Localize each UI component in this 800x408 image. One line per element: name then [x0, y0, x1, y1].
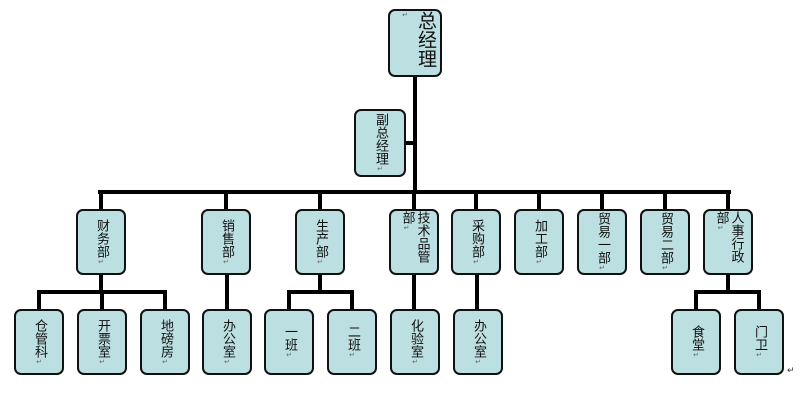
paragraph-mark: ↵ — [598, 264, 606, 272]
paragraph-mark: ↵ — [35, 357, 43, 366]
paragraph-mark: ↵ — [98, 357, 106, 366]
paragraph-mark: ↵ — [472, 257, 480, 266]
dept-box-production[interactable]: 生产部↵ — [295, 209, 345, 275]
sub-box-canteen[interactable]: 食堂↵ — [671, 309, 721, 375]
sub-box-purchasing-office[interactable]: 办公室↵ — [453, 309, 503, 375]
sub-label-weighbridge: 地磅房↵ — [158, 318, 173, 366]
dept-box-quality[interactable]: 技术品管部↵ — [389, 209, 439, 275]
dept-label-purchasing: 采购部↵ — [469, 218, 484, 266]
paragraph-mark: ↵ — [661, 264, 669, 272]
sub-box-warehouse[interactable]: 仓管科↵ — [14, 309, 64, 375]
dept-label-trade1: 贸易一部↵ — [595, 212, 610, 272]
sub-box-sales-office[interactable]: 办公室↵ — [202, 309, 252, 375]
paragraph-mark: ↵ — [402, 224, 411, 232]
deputy-manager-box[interactable]: 副总经理↵ — [354, 109, 406, 177]
paragraph-mark: ↵ — [97, 257, 105, 266]
sub-box-invoice-office[interactable]: 开票室↵ — [77, 309, 127, 375]
dept-label-hr: 人事行政部↵ — [713, 211, 744, 263]
paragraph-mark: ↵ — [161, 357, 169, 366]
paragraph-mark: ↵ — [692, 351, 700, 359]
dept-label-quality: 技术品管部↵ — [399, 211, 430, 263]
deputy-manager-label: 副总经理↵ — [373, 113, 388, 173]
paragraph-mark: ↵ — [348, 351, 356, 359]
dept-box-hr[interactable]: 人事行政部↵ — [703, 209, 753, 275]
paragraph-mark: ↵ — [376, 165, 384, 173]
paragraph-mark: ↵ — [222, 257, 230, 266]
sub-box-lab[interactable]: 化验室↵ — [390, 309, 440, 375]
sub-box-weighbridge[interactable]: 地磅房↵ — [140, 309, 190, 375]
sub-box-team-1[interactable]: 一班↵ — [264, 309, 314, 375]
dept-box-sales[interactable]: 销售部↵ — [201, 209, 251, 275]
sub-box-guard[interactable]: 门卫↵ — [734, 309, 784, 375]
sub-label-purchasing-office: 办公室↵ — [471, 318, 486, 366]
sub-label-lab: 化验室↵ — [408, 318, 423, 366]
paragraph-mark: ↵ — [285, 351, 293, 359]
sub-label-sales-office: 办公室↵ — [220, 318, 235, 366]
dept-box-trade1[interactable]: 贸易一部↵ — [577, 209, 627, 275]
paragraph-mark: ↵ — [755, 351, 763, 359]
dept-box-processing[interactable]: 加工部↵ — [514, 209, 564, 275]
paragraph-mark: ↵ — [535, 257, 543, 266]
sub-box-team-2[interactable]: 二班↵ — [327, 309, 377, 375]
dept-box-purchasing[interactable]: 采购部↵ — [451, 209, 501, 275]
sub-label-warehouse: 仓管科↵ — [32, 318, 47, 366]
dept-box-trade2[interactable]: 贸易二部↵ — [640, 209, 690, 275]
dept-box-finance[interactable]: 财务部↵ — [76, 209, 126, 275]
dept-label-trade2: 贸易二部↵ — [658, 212, 673, 272]
paragraph-mark: ↵ — [316, 257, 324, 266]
sub-label-team-1: 一班↵ — [282, 325, 297, 359]
paragraph-mark: ↵ — [411, 357, 419, 366]
dept-label-sales: 销售部↵ — [219, 218, 234, 266]
general-manager-box[interactable]: 总经理↵ — [388, 9, 442, 77]
sub-label-guard: 门卫↵ — [752, 325, 767, 359]
dept-label-processing: 加工部↵ — [532, 218, 547, 266]
paragraph-mark: ↵ — [401, 11, 409, 19]
paragraph-mark: ↵ — [716, 224, 725, 232]
sub-label-canteen: 食堂↵ — [689, 325, 704, 359]
dept-label-production: 生产部↵ — [313, 218, 328, 266]
paragraph-mark: ↵ — [223, 357, 231, 366]
sub-label-invoice-office: 开票室↵ — [95, 318, 110, 366]
paragraph-mark: ↵ — [787, 366, 795, 376]
dept-label-finance: 财务部↵ — [94, 218, 109, 266]
sub-label-team-2: 二班↵ — [345, 325, 360, 359]
general-manager-label: 总经理↵ — [401, 11, 437, 68]
paragraph-mark: ↵ — [474, 357, 482, 366]
